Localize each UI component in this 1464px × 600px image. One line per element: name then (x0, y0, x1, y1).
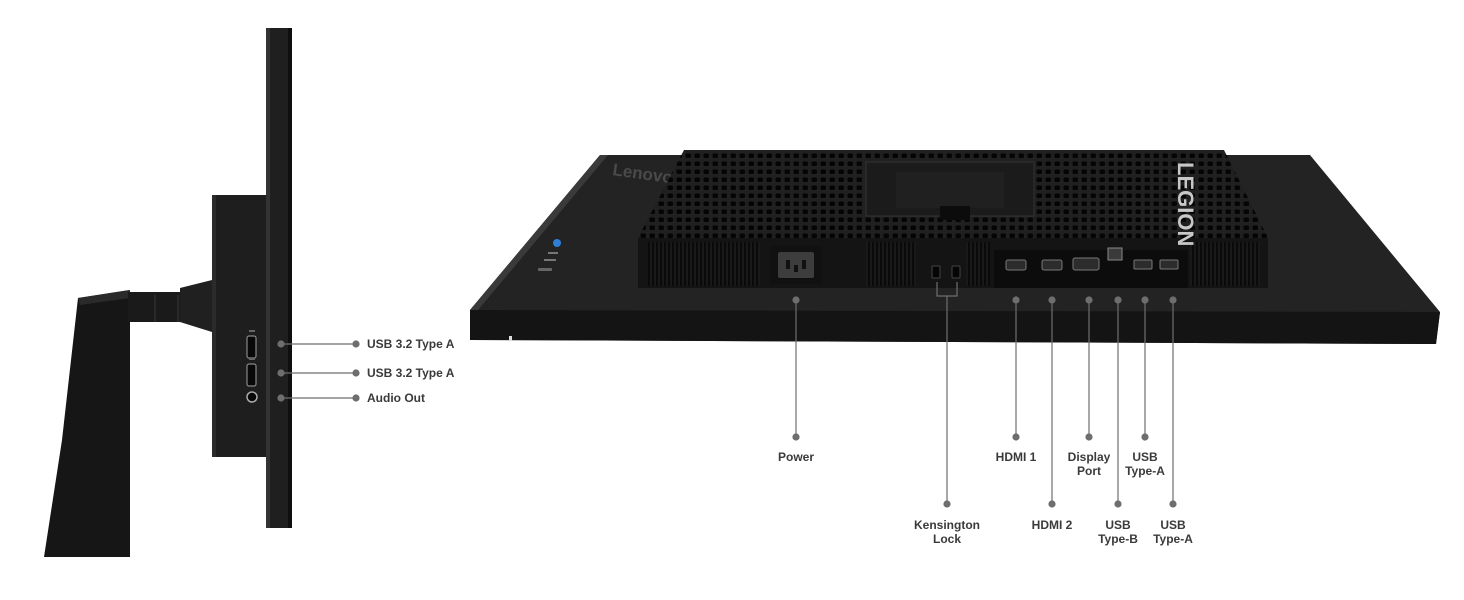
label-audio-out: Audio Out (367, 391, 425, 405)
label-hdmi-2: HDMI 2 (1031, 518, 1073, 532)
label-hdmi-1: HDMI 1 (995, 450, 1037, 464)
label-display-port: Display Port (1067, 450, 1111, 478)
control-joystick (553, 239, 561, 247)
rear-housing (212, 195, 270, 457)
usb-port-1 (246, 335, 257, 359)
label-kensington-lock: Kensington Lock (914, 518, 980, 546)
label-usb-type-a-1: USB Type-A (1125, 450, 1165, 478)
usb-port-2 (246, 363, 257, 387)
displayport-port (1072, 257, 1100, 271)
label-usb-type-a-2: USB Type-A (1153, 518, 1193, 546)
left-vents (648, 242, 760, 286)
label-usb-3-2-type-a-1: USB 3.2 Type A (367, 337, 455, 351)
usb-a-port-1 (1133, 259, 1153, 270)
rear-logo: LEGION (1173, 162, 1198, 246)
hdmi-2-port (1041, 259, 1063, 271)
side-view (44, 28, 292, 557)
label-power: Power (777, 450, 815, 464)
audio-port (246, 391, 258, 403)
rear-view: Lenovo LEGION (470, 150, 1440, 344)
monitor-panel (266, 28, 292, 528)
side-leaders (277, 340, 360, 402)
label-usb-type-b: USB Type-B (1098, 518, 1138, 546)
rear-leaders (792, 282, 1177, 508)
right-vents (1190, 242, 1260, 286)
hdmi-1-port (1005, 259, 1027, 271)
kensington-slot (931, 265, 941, 279)
usb-a-port-2 (1159, 259, 1179, 270)
label-usb-3-2-type-a-2: USB 3.2 Type A (367, 366, 455, 380)
stand-base (44, 290, 130, 557)
usb-b-port (1107, 247, 1123, 261)
